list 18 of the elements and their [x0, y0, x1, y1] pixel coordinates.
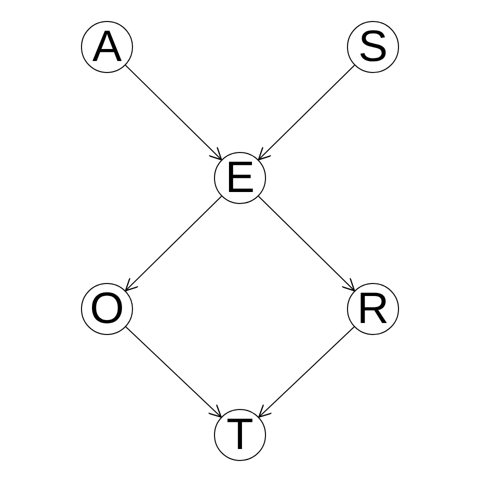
node-circle: [81, 21, 133, 73]
node-label: E: [225, 156, 255, 200]
arrow: [125, 326, 222, 418]
node-label: A: [92, 25, 122, 69]
node-circle: [347, 21, 399, 73]
node-circle: [81, 283, 133, 335]
arrow: [258, 64, 355, 160]
arrow: [125, 64, 222, 160]
node-label: S: [358, 25, 388, 69]
node-circle: [347, 283, 399, 335]
arrow: [258, 196, 356, 292]
arrow: [258, 326, 355, 418]
node-circle: [214, 152, 266, 204]
node-label: O: [90, 287, 124, 331]
arrow: [124, 196, 222, 292]
node-label: T: [226, 413, 254, 457]
node-label: R: [357, 287, 389, 331]
node-circle: [214, 409, 266, 461]
